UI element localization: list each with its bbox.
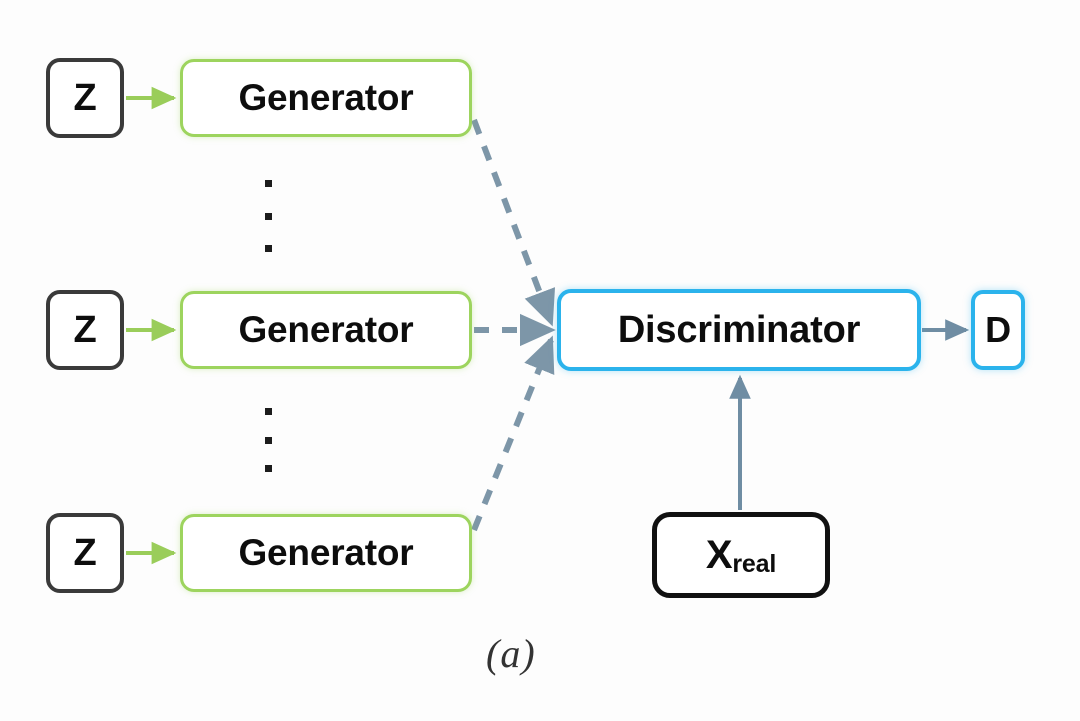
generator-middle[interactable]: Generator [180,291,472,369]
latent-z-middle[interactable]: Z [46,290,124,370]
discriminator-label: Discriminator [617,308,861,351]
generator-bottom-label: Generator [238,532,414,573]
latent-z-top-label: Z [73,76,97,119]
output-d[interactable]: D [971,290,1025,370]
ellipsis-dot [264,408,272,415]
generator-top-label: Generator [238,77,414,118]
ellipsis-dot [264,436,272,444]
generator-top[interactable]: Generator [180,59,472,137]
latent-z-top[interactable]: Z [46,58,124,138]
generator-middle-label: Generator [238,309,414,350]
output-d-label: D [985,309,1011,350]
latent-z-middle-label: Z [73,308,97,351]
edge-generator-top-to-discriminator [471,118,556,327]
ellipsis-dot [264,212,272,220]
figure-caption: (a) [486,631,536,676]
ellipsis-dot [264,245,272,252]
ellipsis-lower [264,408,272,472]
real-data-label-subscript: real [732,549,777,578]
latent-z-bottom-label: Z [73,531,97,574]
ellipsis-upper [264,180,272,252]
ellipsis-dot [264,465,272,472]
edge-generator-bottom-to-discriminator [471,335,555,532]
discriminator[interactable]: Discriminator [557,289,921,371]
real-data-label-main: X [705,532,733,577]
ellipsis-dot [264,180,272,187]
generator-bottom[interactable]: Generator [180,514,472,592]
latent-z-bottom[interactable]: Z [46,513,124,593]
